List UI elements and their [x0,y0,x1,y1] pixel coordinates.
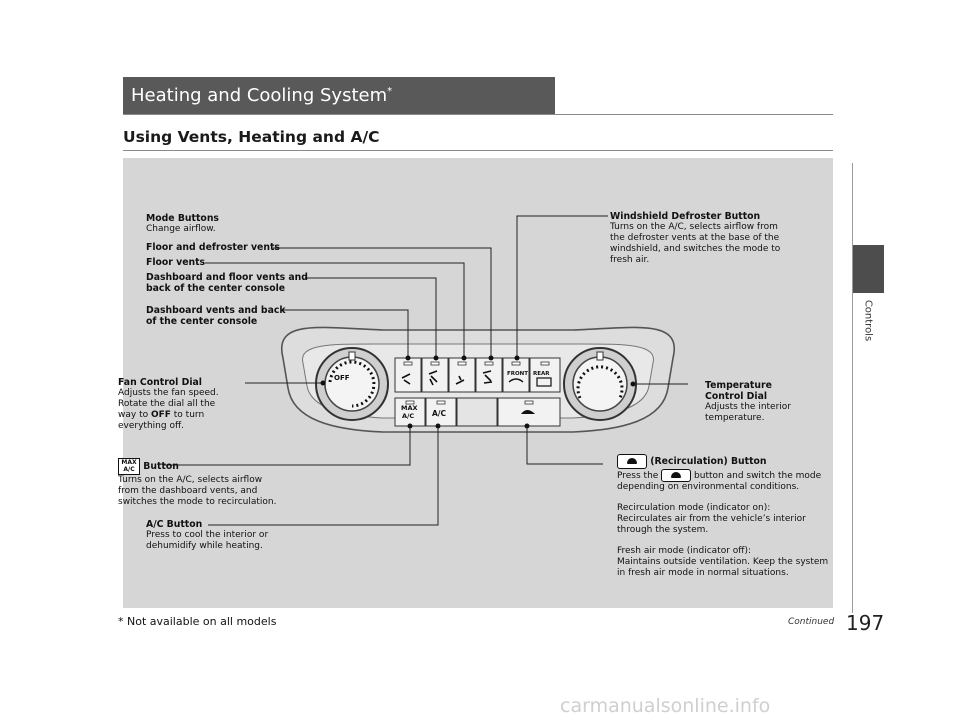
dash-vent-icon [401,373,411,385]
rear-defrost-icon [536,377,552,387]
temperature-dial-icon [563,347,637,421]
watermark: carmanualsonline.info [560,695,771,717]
side-divider [852,163,853,613]
climate-control-figure: OFF FRONT REAR [118,158,833,608]
front-defrost-icon [508,378,524,383]
dash-vents-callout: Dashboard vents and back of the center c… [146,305,286,327]
continued-label: Continued [788,617,835,627]
section-title: Heating and Cooling System* [131,85,393,106]
page-number: 197 [846,611,885,635]
section-title-bar: Heating and Cooling System* [123,77,555,115]
fan-dial-icon: OFF [315,347,389,421]
recirculation-car-icon [521,410,535,414]
svg-text:OFF: OFF [334,374,350,382]
floor-icon [455,375,465,385]
svg-text:REAR: REAR [533,371,550,377]
windshield-defroster-callout: Windshield Defroster Button Turns on the… [610,211,781,265]
ac-button-callout: A/C Button Press to cool the interior or… [146,519,269,551]
blank-panel [456,397,498,427]
chapter-tab [852,245,884,293]
subsection-title: Using Vents, Heating and A/C [123,128,380,146]
temperature-dial-callout: Temperature Control Dial Adjusts the int… [705,380,791,423]
svg-text:A/C: A/C [402,412,414,420]
mode-buttons-callout: Mode Buttons Change airflow. [146,213,219,234]
recirculation-callout: (Recirculation) Button Press the button … [617,454,829,578]
svg-text:A/C: A/C [432,409,447,418]
ac-button-row: MAX A/C A/C [394,397,561,427]
svg-text:MAX: MAX [401,404,418,412]
chapter-label: Controls [862,299,874,342]
title-divider [123,114,833,115]
fan-dial-callout: Fan Control Dial Adjusts the fan speed. … [118,377,219,431]
mode-button-row: FRONT REAR [394,357,561,393]
floor-defrost-callout: Floor and defroster vents [146,242,280,253]
callout-dots [320,355,636,429]
svg-text:FRONT: FRONT [507,371,528,377]
dash-floor-callout: Dashboard and floor vents and back of th… [146,272,308,294]
recirculation-icon [617,454,647,469]
floor-vents-callout: Floor vents [146,257,206,268]
dash-floor-icon [428,370,438,386]
floor-defrost-icon [482,370,493,384]
callout-leaders [163,215,688,526]
recirculation-inline-icon [661,469,692,482]
subtitle-divider [123,150,833,151]
footnote: * Not available on all models [118,615,277,628]
control-panel-illustration: OFF FRONT REAR [163,215,688,526]
